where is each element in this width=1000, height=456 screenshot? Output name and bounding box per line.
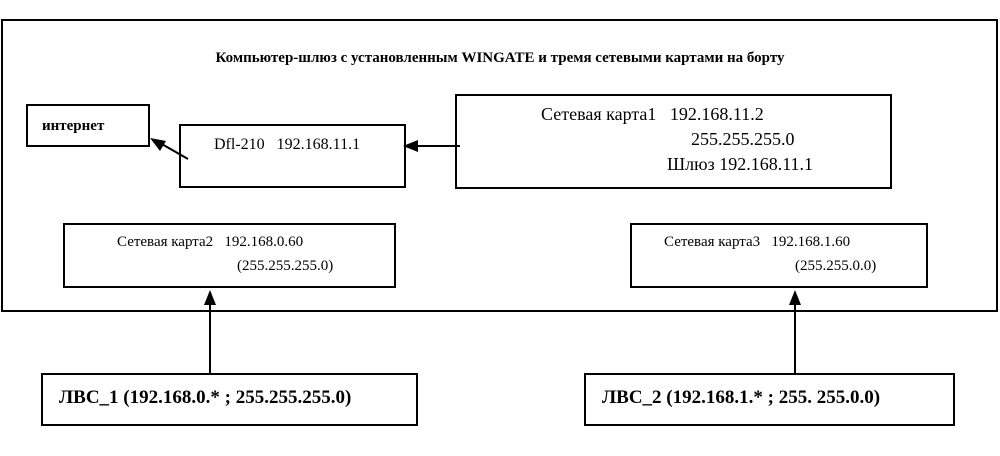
lan-1-node: ЛВС_1 (192.168.0.* ; 255.255.255.0) [41, 373, 418, 426]
network-card-1-line-2: 255.255.255.0 [691, 129, 795, 149]
network-card-2-line-1: Сетевая карта2 192.168.0.60 [117, 234, 304, 250]
dfl-router-node: Dfl-210 192.168.11.1 [179, 124, 406, 188]
network-card-3-line-2: (255.255.0.0) [795, 258, 877, 274]
lan-1-label: ЛВС_1 (192.168.0.* ; 255.255.255.0) [59, 387, 352, 408]
network-card-1-line-1: Сетевая карта1 192.168.11.2 [541, 104, 764, 124]
network-card-1-line-3: Шлюз 192.168.11.1 [667, 154, 814, 174]
gateway-computer-frame [1, 19, 998, 312]
network-card-2-line-2: (255.255.255.0) [237, 258, 334, 274]
diagram-title: Компьютер-шлюз с установленным WINGATE и… [215, 50, 785, 66]
internet-node: интернет [26, 104, 150, 147]
internet-label: интернет [42, 118, 105, 134]
network-card-3-line-1: Сетевая карта3 192.168.1.60 [664, 234, 851, 250]
network-card-3-node: Сетевая карта3 192.168.1.60 (255.255.0.0… [630, 223, 928, 288]
lan-2-label: ЛВС_2 (192.168.1.* ; 255. 255.0.0) [602, 387, 881, 408]
network-card-1-node: Сетевая карта1 192.168.11.2 255.255.255.… [455, 94, 892, 189]
network-card-2-node: Сетевая карта2 192.168.0.60 (255.255.255… [63, 223, 396, 288]
lan-2-node: ЛВС_2 (192.168.1.* ; 255. 255.0.0) [584, 373, 955, 426]
dfl-router-label: Dfl-210 192.168.11.1 [214, 136, 361, 153]
